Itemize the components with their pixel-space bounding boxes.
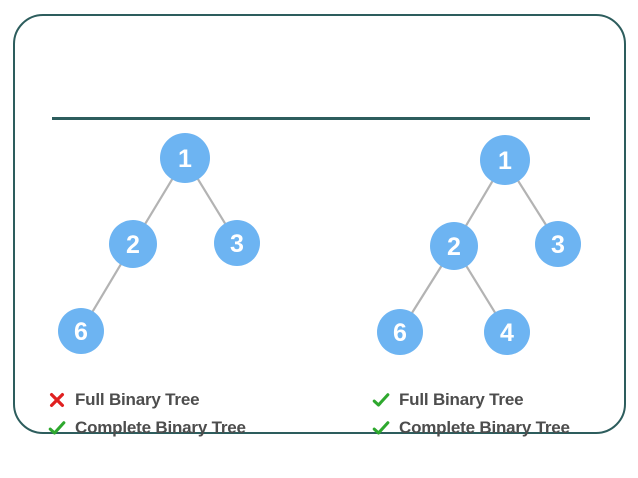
tree-node: 6 bbox=[58, 308, 104, 354]
tree-node-label: 2 bbox=[126, 231, 140, 259]
tree-node-circle bbox=[109, 220, 157, 268]
tree-edges-layer bbox=[91, 177, 548, 314]
tree-edge bbox=[143, 177, 174, 225]
cross-icon bbox=[49, 392, 65, 408]
tree-node: 3 bbox=[535, 221, 581, 267]
tree-node-circle bbox=[484, 309, 530, 355]
tree-node: 1 bbox=[160, 133, 210, 183]
tree-node-circle bbox=[377, 309, 423, 355]
slide-frame-border bbox=[13, 14, 626, 434]
title-divider-rule bbox=[52, 117, 590, 120]
tree-node-label: 1 bbox=[498, 147, 512, 175]
tree-node-circle bbox=[480, 135, 530, 185]
tree-node-circle bbox=[160, 133, 210, 183]
caption-label: Full Binary Tree bbox=[75, 390, 200, 409]
tree-edge bbox=[410, 264, 443, 314]
tree-node-circle bbox=[535, 221, 581, 267]
check-icon bbox=[372, 393, 390, 407]
tree-edge bbox=[516, 179, 548, 226]
tree-node: 4 bbox=[484, 309, 530, 355]
tree-node-label: 2 bbox=[447, 233, 461, 261]
tree-edge bbox=[91, 263, 123, 313]
tree-node-label: 1 bbox=[178, 145, 192, 173]
tree-node: 1 bbox=[480, 135, 530, 185]
caption-label: Complete Binary Tree bbox=[75, 418, 246, 437]
tree-node-label: 4 bbox=[500, 319, 514, 347]
tree-edge bbox=[196, 177, 227, 225]
caption-label: Complete Binary Tree bbox=[399, 418, 570, 437]
tree-node-circle bbox=[214, 220, 260, 266]
tree-node-label: 6 bbox=[74, 318, 88, 346]
check-icon bbox=[372, 421, 390, 435]
tree-edge bbox=[465, 265, 497, 314]
caption-row: Full Binary Tree bbox=[372, 386, 632, 414]
caption-row: Full Binary Tree bbox=[48, 386, 348, 414]
tree-nodes-layer: 1 2 3 6 1 2 3 6 4 bbox=[58, 133, 581, 355]
tree-node: 6 bbox=[377, 309, 423, 355]
tree-node-circle bbox=[58, 308, 104, 354]
tree-node-circle bbox=[430, 222, 478, 270]
caption-row: Complete Binary Tree bbox=[372, 414, 632, 442]
tree-node-label: 3 bbox=[551, 231, 565, 259]
tree-edge bbox=[464, 180, 494, 227]
caption-label: Full Binary Tree bbox=[399, 390, 524, 409]
tree-node: 2 bbox=[430, 222, 478, 270]
tree-node: 3 bbox=[214, 220, 260, 266]
tree-node-label: 6 bbox=[393, 319, 407, 347]
tree-node: 2 bbox=[109, 220, 157, 268]
check-icon bbox=[48, 421, 66, 435]
tree-node-label: 3 bbox=[230, 230, 244, 258]
caption-row: Complete Binary Tree bbox=[48, 414, 348, 442]
